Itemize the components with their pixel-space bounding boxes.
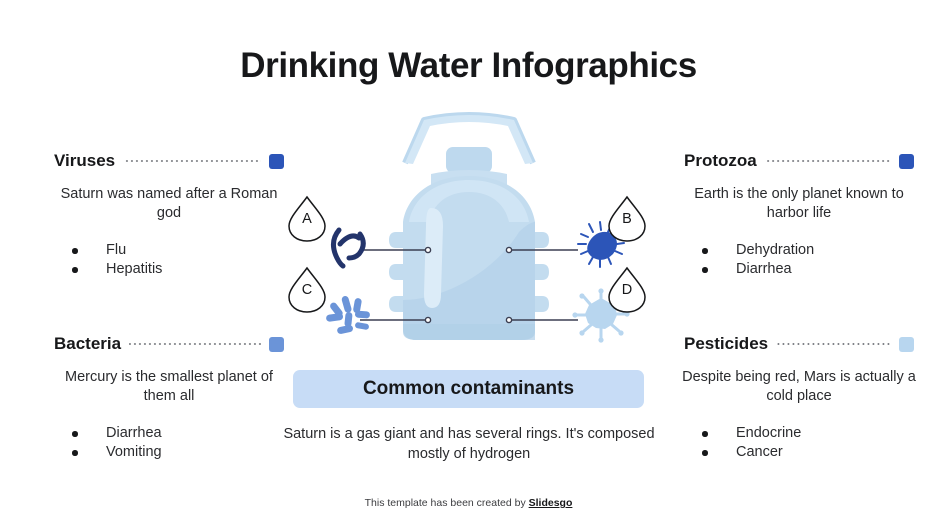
page-title: Drinking Water Infographics <box>240 46 697 85</box>
protozoa-icon <box>331 227 366 269</box>
section-description: Despite being red, Mars is actually a co… <box>682 369 916 404</box>
section-description: Saturn was named after a Roman god <box>60 186 278 221</box>
list-item: Vomiting <box>72 443 304 462</box>
section-bullets: Flu Hepatitis <box>34 241 304 279</box>
banner-description: Saturn is a gas giant and has several ri… <box>283 426 655 462</box>
drop-label-c: C <box>284 265 330 315</box>
list-item: Hepatitis <box>72 260 304 279</box>
list-item: Cancer <box>702 443 934 462</box>
water-jug-diagram <box>281 104 657 350</box>
section-header: Protozoa <box>664 148 934 174</box>
section-pesticides: Pesticides Despite being red, Mars is ac… <box>664 331 934 462</box>
section-header: Viruses <box>34 148 304 174</box>
section-title: Bacteria <box>54 334 122 353</box>
banner-heading: Common contaminants <box>362 378 575 399</box>
section-header: Bacteria <box>34 331 304 357</box>
list-item: Diarrhea <box>702 260 934 279</box>
section-bullets: Endocrine Cancer <box>664 424 934 462</box>
status-badge <box>899 336 914 352</box>
section-header: Pesticides <box>664 331 934 357</box>
section-title: Pesticides <box>684 334 769 353</box>
footer-credit: This template has been created by Slides… <box>0 497 937 509</box>
drop-label-text: B <box>622 211 632 227</box>
drop-label-d: D <box>604 265 650 315</box>
section-title: Viruses <box>54 151 116 170</box>
list-item: Diarrhea <box>72 424 304 443</box>
list-item: Endocrine <box>702 424 934 443</box>
drop-label-b: B <box>604 194 650 244</box>
section-description: Mercury is the smallest planet of them a… <box>65 369 273 404</box>
droplet-icon <box>288 266 326 313</box>
virus-spiky-icon <box>572 288 630 343</box>
drop-label-a: A <box>284 194 330 244</box>
section-title: Protozoa <box>684 151 757 170</box>
dotted-connector <box>123 160 261 162</box>
section-protozoa: Protozoa Earth is the only planet known … <box>664 148 934 279</box>
common-contaminants-banner: Common contaminants <box>293 370 644 408</box>
bacilli-cluster-icon <box>326 296 370 334</box>
section-viruses: Viruses Saturn was named after a Roman g… <box>34 148 304 279</box>
status-badge <box>269 153 284 169</box>
list-item: Flu <box>72 241 304 260</box>
droplet-icon <box>608 195 646 242</box>
section-description: Earth is the only planet known to harbor… <box>694 186 904 221</box>
section-bacteria: Bacteria Mercury is the smallest planet … <box>34 331 304 462</box>
drop-label-text: A <box>302 211 312 227</box>
drop-label-text: D <box>621 282 633 298</box>
list-item: Dehydration <box>702 241 934 260</box>
dotted-connector <box>764 160 891 162</box>
slidesgo-link[interactable]: Slidesgo <box>528 497 573 509</box>
dotted-connector <box>776 343 891 345</box>
section-bullets: Diarrhea Vomiting <box>34 424 304 462</box>
droplet-icon <box>288 195 326 242</box>
dotted-connector <box>129 343 261 345</box>
status-badge <box>899 153 914 169</box>
droplet-icon <box>608 266 646 313</box>
footer-prefix: This template has been created by <box>364 497 529 509</box>
drop-label-text: C <box>301 282 313 298</box>
section-bullets: Dehydration Diarrhea <box>664 241 934 279</box>
status-badge <box>269 336 284 352</box>
